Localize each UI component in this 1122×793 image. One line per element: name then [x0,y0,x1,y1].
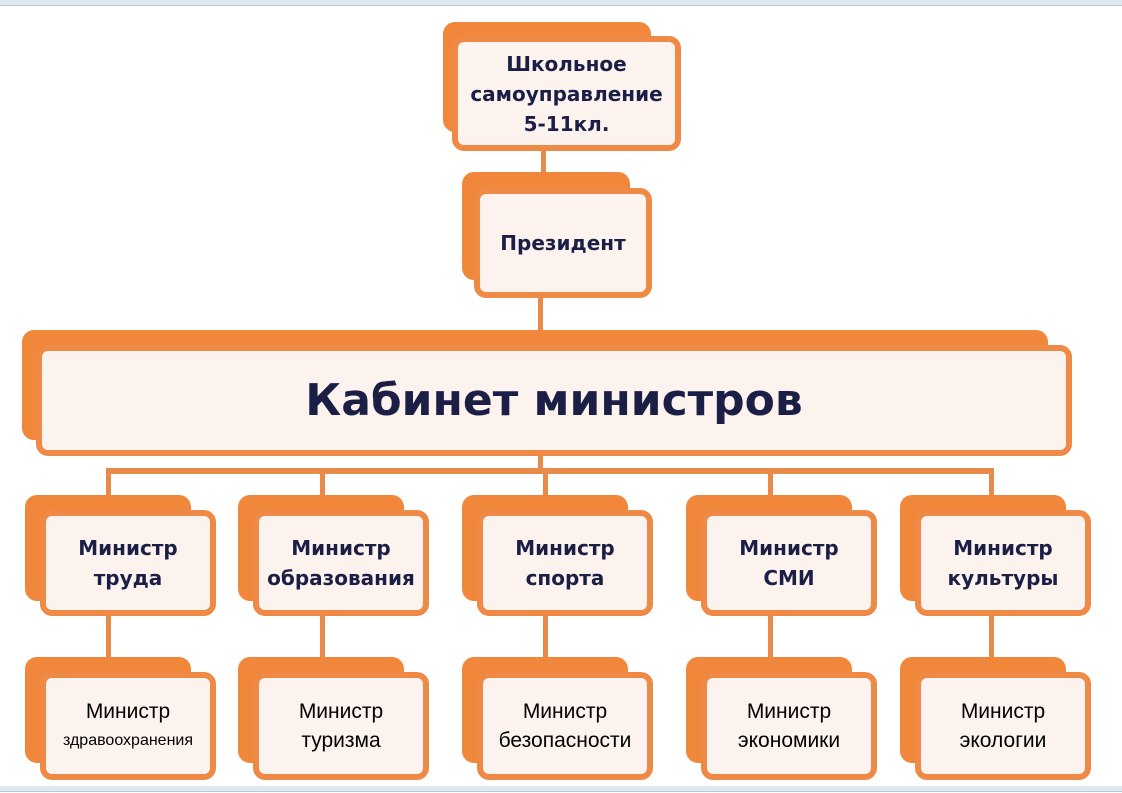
node-text-line: здравоохранения [62,732,194,749]
node-text-line: Министр [522,700,608,723]
connector-top-president [541,150,546,174]
node-text-line: Министр [298,700,384,723]
node-text-line: самоуправление [470,81,663,106]
connector-bus-2 [320,468,325,498]
node-text: Президент [500,231,626,255]
connector-bus-3 [543,468,548,498]
node-text-line: Министр [739,536,839,560]
connector-col-2 [320,615,325,659]
node-text-line: 5-11кл. [523,111,610,136]
node-text-line: Школьное [506,51,627,76]
node-text-line: спорта [525,566,605,590]
node-text-line: экологии [959,729,1047,752]
node-text-line: Министр [960,700,1046,723]
connector-col-4 [768,615,773,659]
node-text-line: экономики [737,729,841,752]
node-text-line: образования [267,566,415,590]
top-window-edge [0,0,1122,6]
connector-cabinet-bus [538,455,543,471]
node-text-line: Министр [515,536,615,560]
node-text-line: туризма [301,729,381,752]
connector-president-cabinet [538,298,543,332]
node-text-line: СМИ [763,566,815,590]
node-text-line: Министр [291,536,391,560]
node-text-line: Министр [746,700,832,723]
node-text-line: безопасности [498,729,632,752]
connector-bus-1 [106,468,111,498]
bottom-window-edge [0,786,1122,792]
connector-bus [106,468,994,474]
connector-col-1 [106,615,111,659]
connector-col-5 [989,615,994,659]
connector-col-3 [543,615,548,659]
node-text-line: культуры [947,566,1059,590]
connector-bus-4 [768,468,773,498]
connector-bus-5 [989,468,994,498]
node-text: Кабинет министров [305,375,803,426]
node-text-line: Министр [953,536,1053,560]
node-text-line: Министр [78,536,178,560]
node-text-line: труда [93,566,163,590]
node-text-line: Министр [85,700,171,723]
